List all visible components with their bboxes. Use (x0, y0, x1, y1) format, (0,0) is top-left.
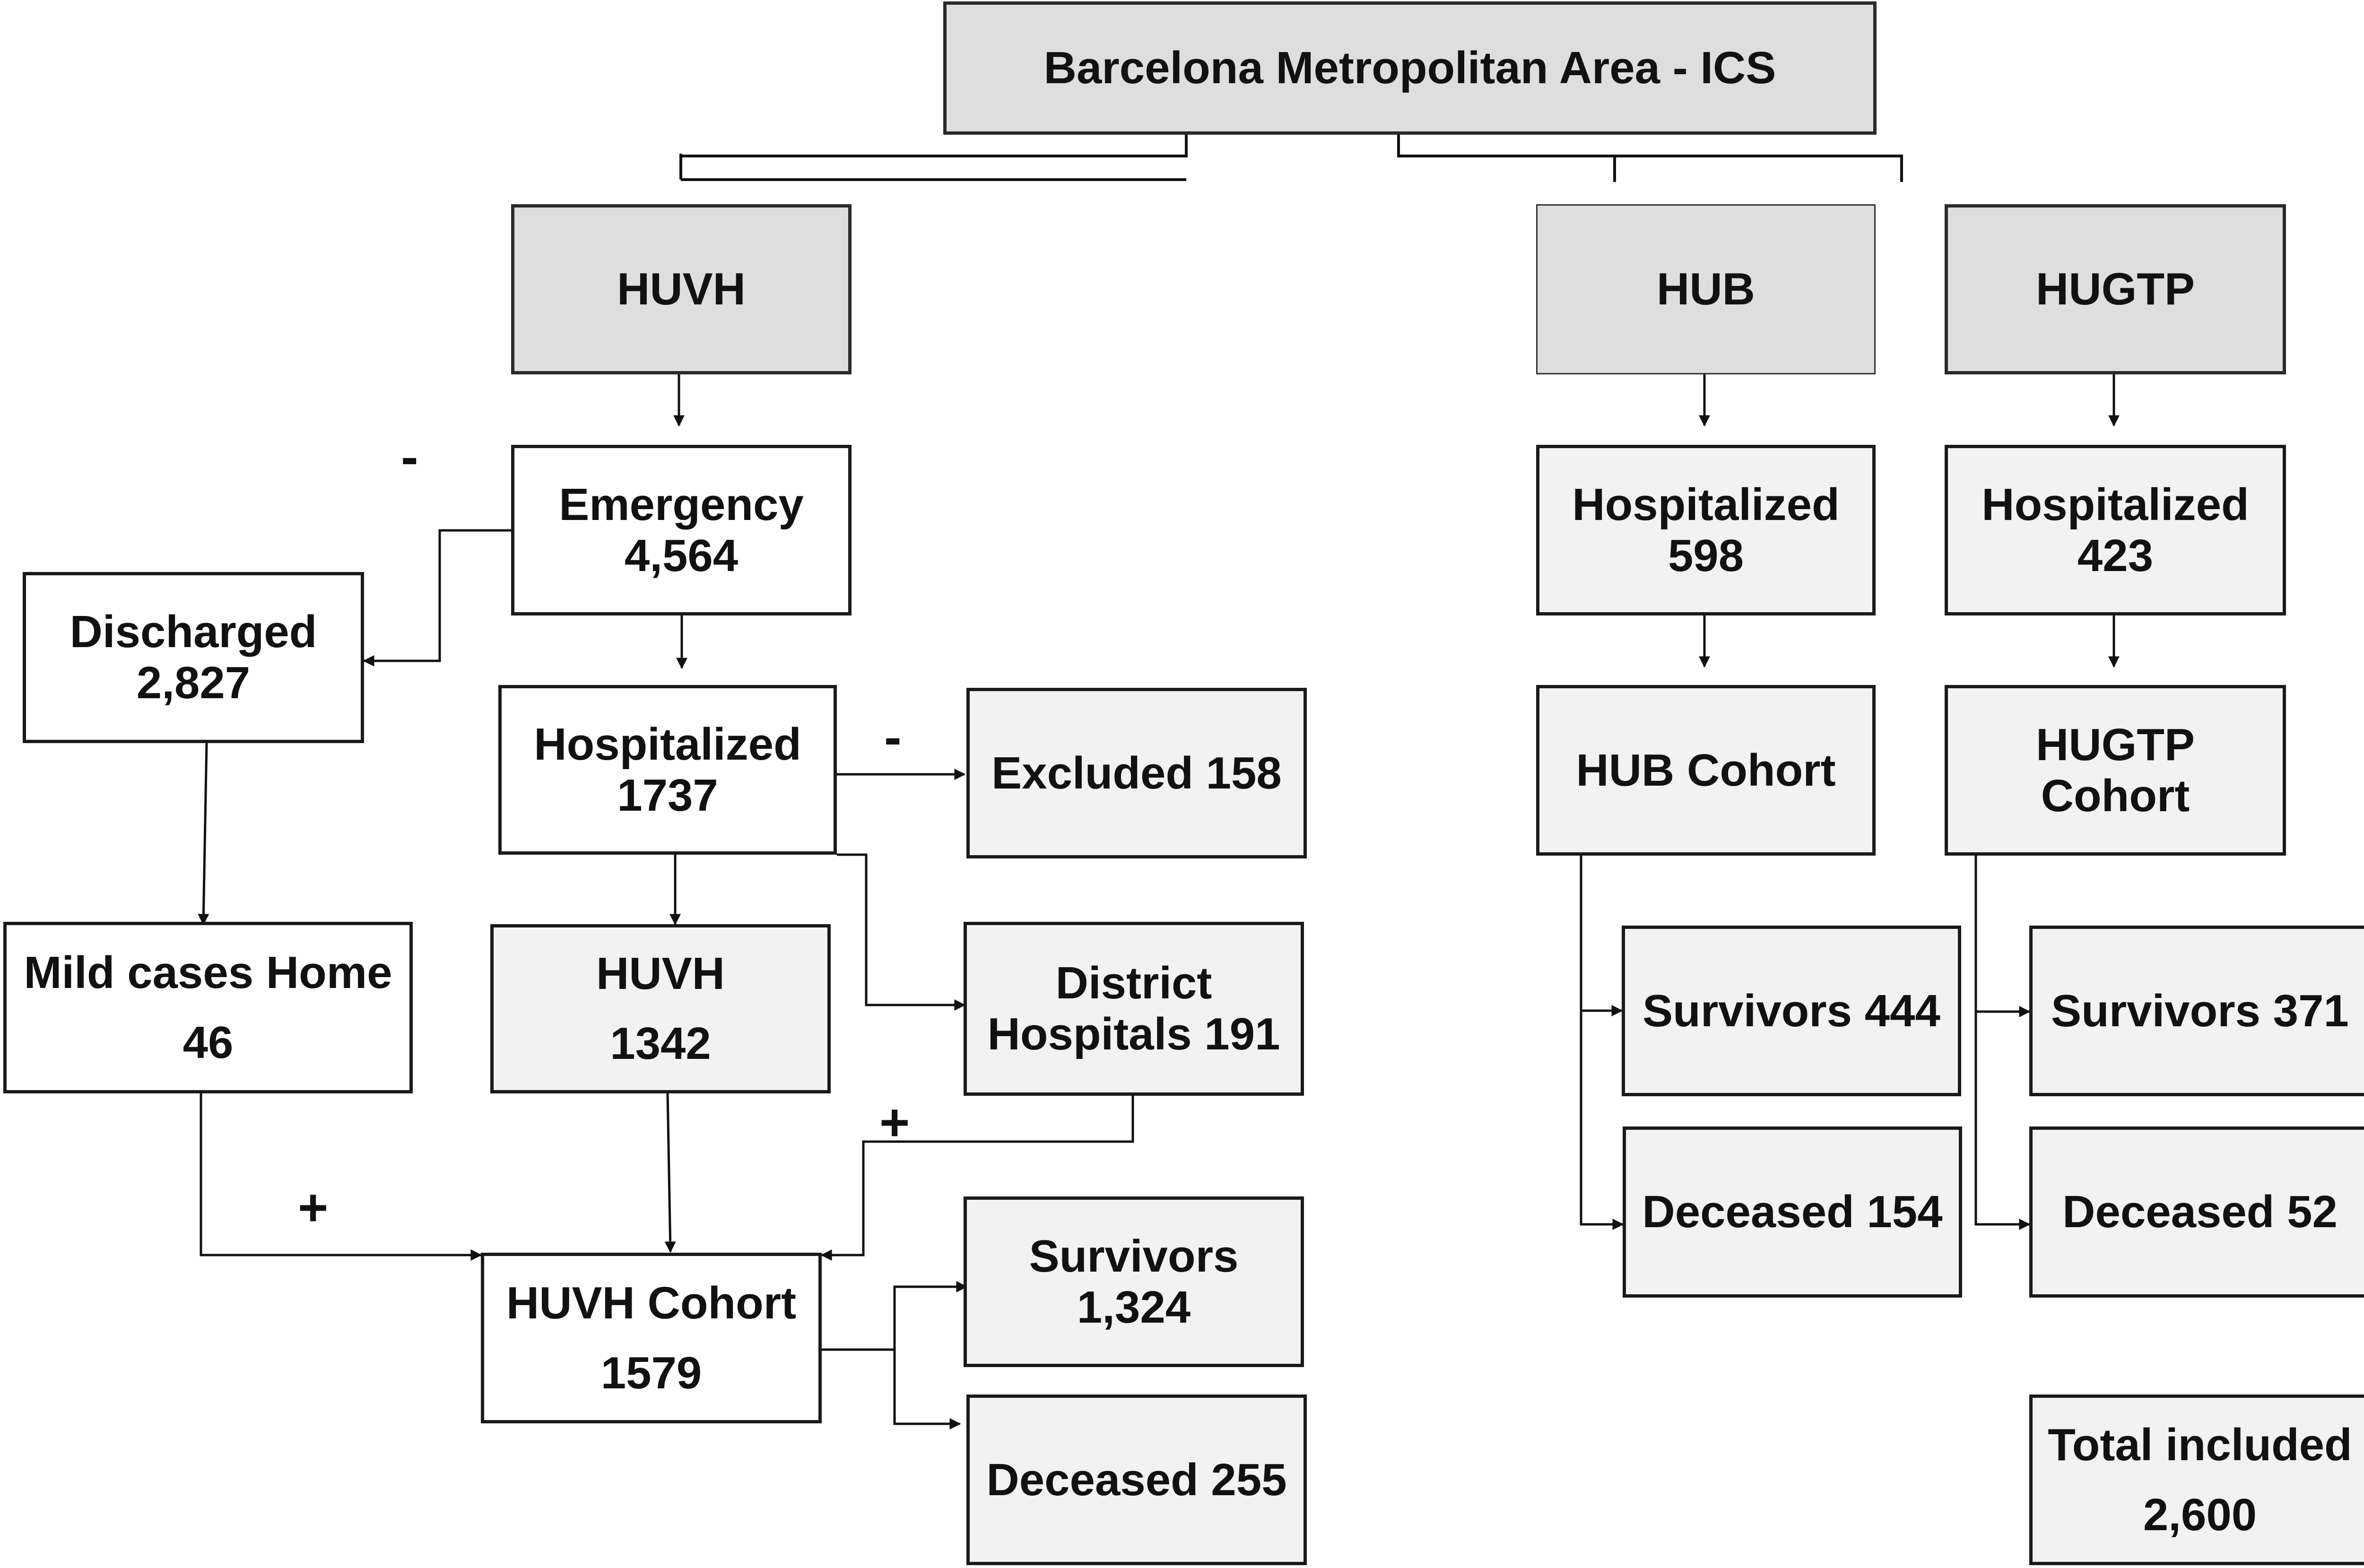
hugtp-hospitalized-label: Hospitalized (1982, 479, 2249, 530)
discharged-count: 2,827 (136, 658, 251, 708)
hugtp-cohort-label-line2: Cohort (2041, 770, 2190, 821)
huvh-header-label: HUVH (617, 264, 746, 315)
excluded-box: Excluded 158 (966, 688, 1307, 858)
discharged-box: Discharged 2,827 (23, 572, 364, 743)
district-label-line1: District (1055, 958, 1212, 1009)
huvh-site-label: HUVH (596, 948, 725, 999)
hugtp-survivors-label: Survivors 371 (2051, 985, 2349, 1036)
hugtp-cohort-label-line1: HUGTP (2036, 719, 2195, 770)
emergency-count: 4,564 (624, 530, 739, 581)
plus-sign-mild: + (298, 1178, 329, 1237)
hugtp-deceased-label: Deceased 52 (2062, 1187, 2338, 1238)
hub-hospitalized-box: Hospitalized 598 (1536, 445, 1876, 615)
hub-cohort-label: HUB Cohort (1576, 745, 1836, 796)
hospitalized-label: Hospitalized (534, 719, 801, 770)
mild-home-box: Mild cases Home 46 (3, 922, 413, 1093)
minus-sign-discharged: - (401, 428, 418, 486)
hub-header-box: HUB (1536, 204, 1876, 374)
arrow-hub-cohort-to-deceased (1580, 1011, 1624, 1230)
huvh-survivors-label: Survivors (1029, 1230, 1239, 1282)
huvh-survivors-count: 1,324 (1077, 1282, 1191, 1333)
plus-sign-district: + (879, 1093, 910, 1152)
hub-header-label: HUB (1657, 264, 1755, 315)
huvh-cohort-label: HUVH Cohort (506, 1277, 797, 1328)
arrow-mild-to-cohort (200, 1093, 482, 1261)
arrow-district-to-cohort (820, 1096, 1134, 1261)
excluded-label: Excluded 158 (991, 747, 1282, 798)
arrow-hugtp-cohort-to-survivors (1974, 856, 2031, 1017)
hugtp-header-label: HUGTP (2036, 264, 2195, 315)
hugtp-header-box: HUGTP (1945, 204, 2286, 374)
huvh-cohort-box: HUVH Cohort 1579 (481, 1253, 822, 1423)
huvh-site-count: 1342 (610, 1018, 711, 1069)
huvh-cohort-count: 1579 (600, 1347, 702, 1398)
huvh-site-box: HUVH 1342 (490, 924, 831, 1093)
huvh-deceased-box: Deceased 255 (966, 1395, 1307, 1565)
hugtp-hospitalized-box: Hospitalized 423 (1945, 445, 2286, 615)
hugtp-survivors-box: Survivors 371 (2029, 926, 2364, 1096)
total-included-box: Total included 2,600 (2029, 1395, 2364, 1565)
arrow-discharged-to-mild (198, 743, 209, 926)
hub-deceased-label: Deceased 154 (1642, 1187, 1943, 1238)
arrow-hub-cohort-to-survivors (1580, 856, 1623, 1016)
hub-survivors-box: Survivors 444 (1622, 926, 1961, 1096)
mild-home-count: 46 (183, 1017, 234, 1068)
district-hospitals-box: District Hospitals 191 (964, 922, 1304, 1096)
arrow-hugtp-cohort-to-deceased (1974, 1012, 2031, 1230)
hugtp-deceased-box: Deceased 52 (2029, 1126, 2364, 1298)
hub-cohort-box: HUB Cohort (1536, 685, 1876, 856)
root-label: Barcelona Metropolitan Area - ICS (1043, 43, 1776, 94)
arrow-hospitalized-to-district (837, 853, 966, 1011)
total-included-count: 2,600 (2143, 1489, 2257, 1540)
district-label-line2: Hospitals 191 (987, 1009, 1280, 1059)
emergency-label: Emergency (559, 479, 804, 530)
hub-hospitalized-label: Hospitalized (1572, 479, 1840, 530)
huvh-survivors-box: Survivors 1,324 (964, 1196, 1304, 1367)
root-bracket-right-top (1397, 133, 1903, 182)
huvh-header-box: HUVH (511, 204, 852, 374)
total-included-label: Total included (2048, 1419, 2352, 1470)
huvh-deceased-label: Deceased 255 (986, 1454, 1287, 1505)
emergency-box: Emergency 4,564 (511, 445, 852, 615)
arrow-huvh-site-to-cohort (664, 1093, 676, 1253)
root-box: Barcelona Metropolitan Area - ICS (943, 1, 1877, 135)
arrow-cohort-to-survivors (893, 1281, 968, 1350)
root-bracket-left-top (681, 133, 1188, 157)
arrow-emergency-to-discharged (363, 529, 511, 667)
hub-hospitalized-count: 598 (1668, 530, 1744, 581)
arrow-cohort-to-deceased (893, 1350, 961, 1429)
hospitalized-count: 1737 (617, 770, 718, 821)
hospitalized-box: Hospitalized 1737 (498, 685, 837, 855)
hugtp-cohort-box: HUGTP Cohort (1945, 685, 2286, 856)
minus-sign-excluded: - (884, 708, 902, 766)
hub-deceased-box: Deceased 154 (1623, 1126, 1962, 1298)
discharged-label: Discharged (70, 606, 317, 658)
mild-home-label: Mild cases Home (24, 947, 392, 998)
hub-survivors-label: Survivors 444 (1643, 985, 1940, 1036)
hugtp-hospitalized-count: 423 (2077, 530, 2154, 581)
